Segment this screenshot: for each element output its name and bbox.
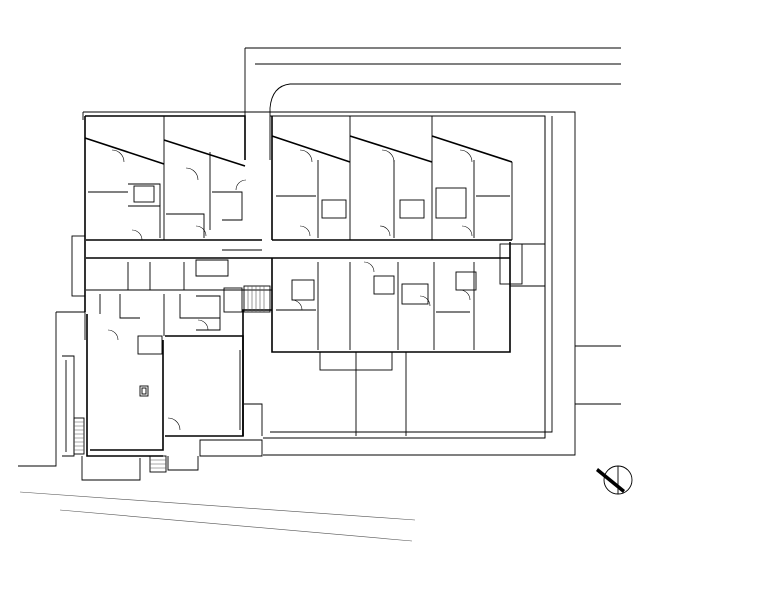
stair-west: [73, 417, 85, 455]
west-appendages: [18, 235, 263, 481]
central-core: [86, 249, 272, 431]
apartments-northeast: [271, 116, 513, 241]
stair-south: [149, 455, 167, 473]
courtyard: [263, 351, 545, 439]
site-lines-top: [244, 47, 621, 160]
central-stair: [243, 285, 271, 313]
ground-lines: [19, 491, 416, 542]
apartments-southeast: [271, 242, 545, 353]
apartments-northwest: [84, 116, 262, 241]
north-arrow-icon: [596, 465, 633, 495]
